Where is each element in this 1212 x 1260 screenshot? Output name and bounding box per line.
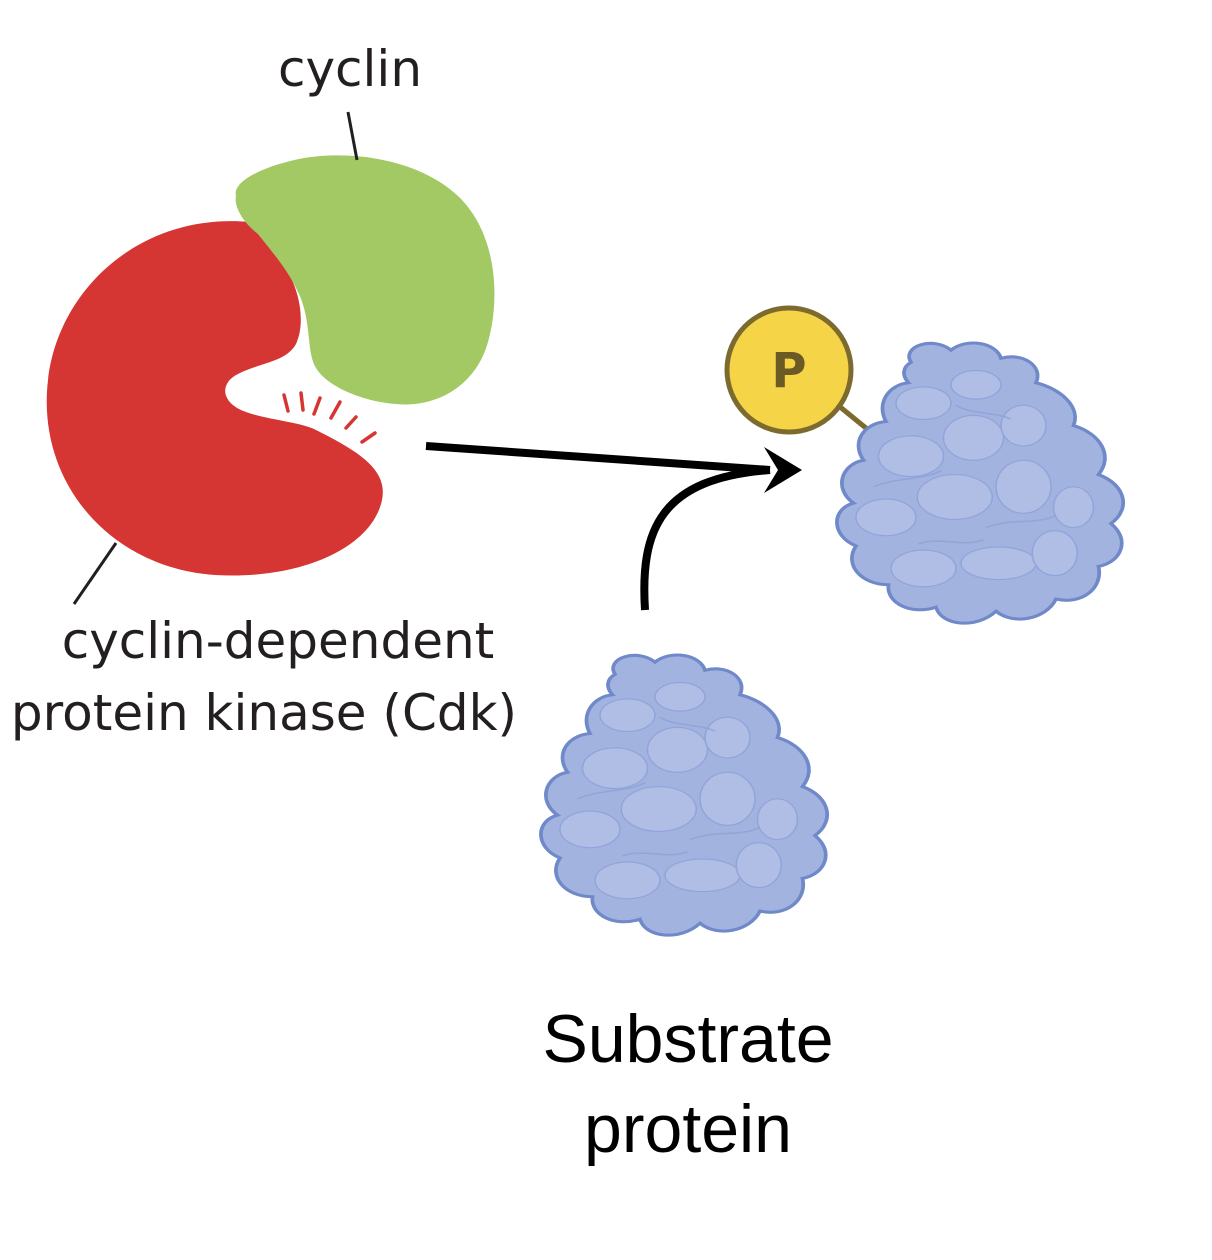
cdk-label-line2: protein kinase (Cdk): [11, 684, 517, 742]
phosphate-label: P: [771, 343, 806, 399]
cdk-label-line1: cyclin-dependent: [62, 612, 495, 670]
phosphorylated-protein: P: [724, 305, 1126, 626]
cyclin-label: cyclin: [278, 40, 422, 98]
substrate-label-line2: protein: [584, 1091, 792, 1167]
substrate-label-line1: Substrate: [542, 1001, 833, 1077]
substrate-protein: [539, 653, 830, 938]
reaction-arrow: [425, 442, 802, 611]
cyclin-shape: [235, 155, 495, 405]
cdk-leader-line: [72, 542, 118, 605]
cdk-shape: [46, 221, 383, 576]
cyclin-leader-line: [346, 111, 359, 161]
phosphate-group: [724, 305, 854, 435]
active-site-marks: [282, 391, 377, 444]
arrowhead: [764, 447, 802, 493]
